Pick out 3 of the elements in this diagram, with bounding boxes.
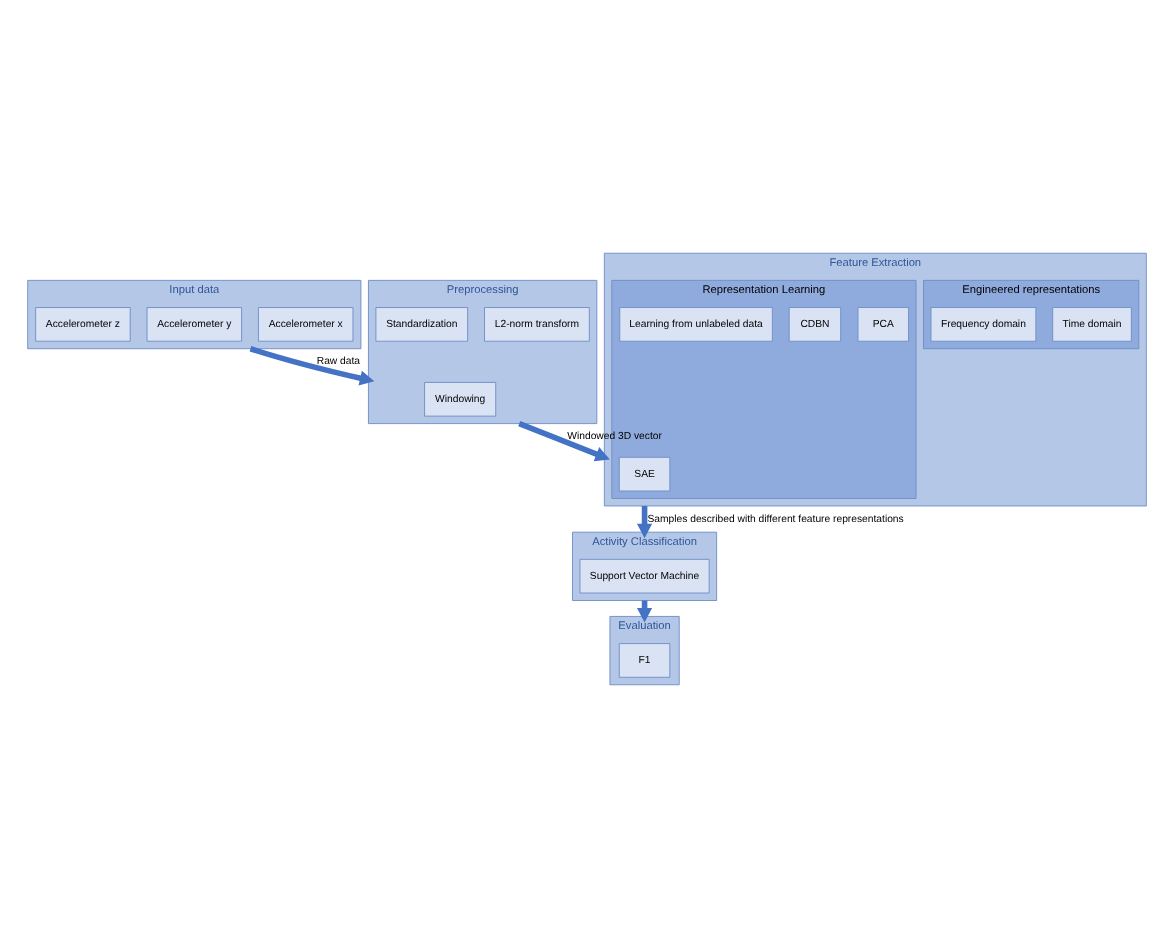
arrow xyxy=(636,506,653,539)
arrow xyxy=(249,346,375,386)
arrow xyxy=(518,421,610,462)
